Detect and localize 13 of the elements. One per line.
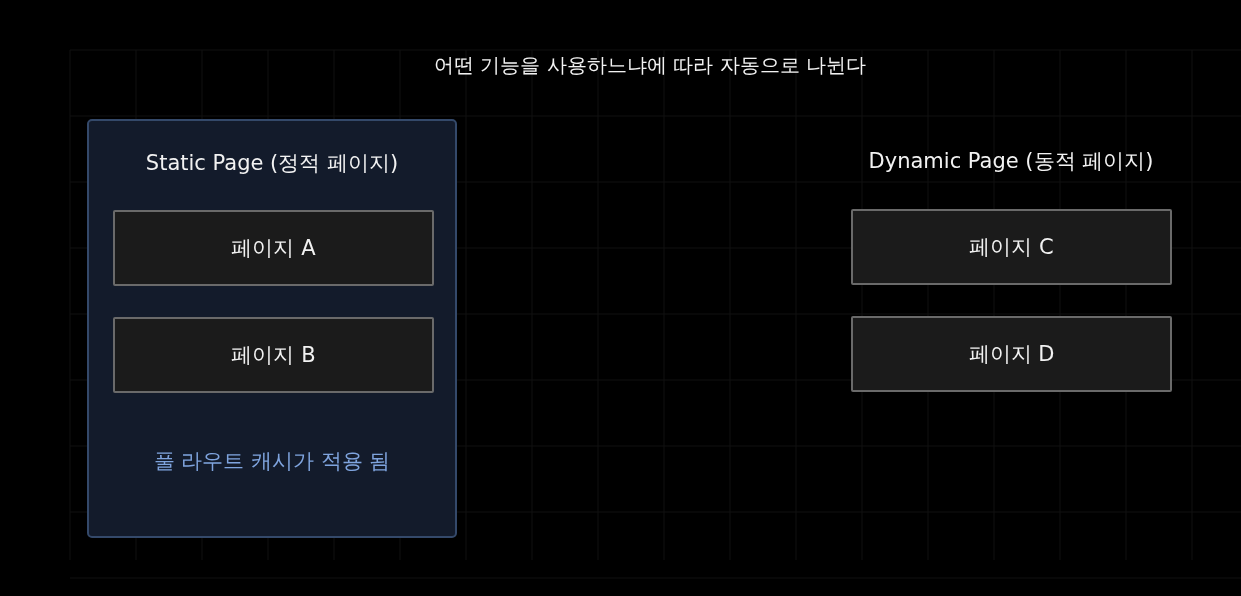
diagram-title: 어떤 기능을 사용하느냐에 따라 자동으로 나뉜다 bbox=[433, 52, 867, 79]
page-box bbox=[113, 317, 434, 393]
panel-heading: Static Page (정적 페이지) bbox=[144, 150, 400, 177]
group-panel bbox=[87, 119, 457, 538]
page-label: 페이지 C bbox=[969, 234, 1054, 261]
page-label: 페이지 A bbox=[231, 235, 316, 262]
page-label: 페이지 D bbox=[968, 341, 1055, 368]
page-label: 페이지 B bbox=[231, 342, 316, 369]
page-box bbox=[851, 209, 1172, 285]
page-box bbox=[851, 316, 1172, 392]
page-box bbox=[113, 210, 434, 286]
section-heading: Dynamic Page (동적 페이지) bbox=[867, 148, 1155, 175]
panel-note: 풀 라우트 캐시가 적용 됨 bbox=[152, 448, 392, 475]
